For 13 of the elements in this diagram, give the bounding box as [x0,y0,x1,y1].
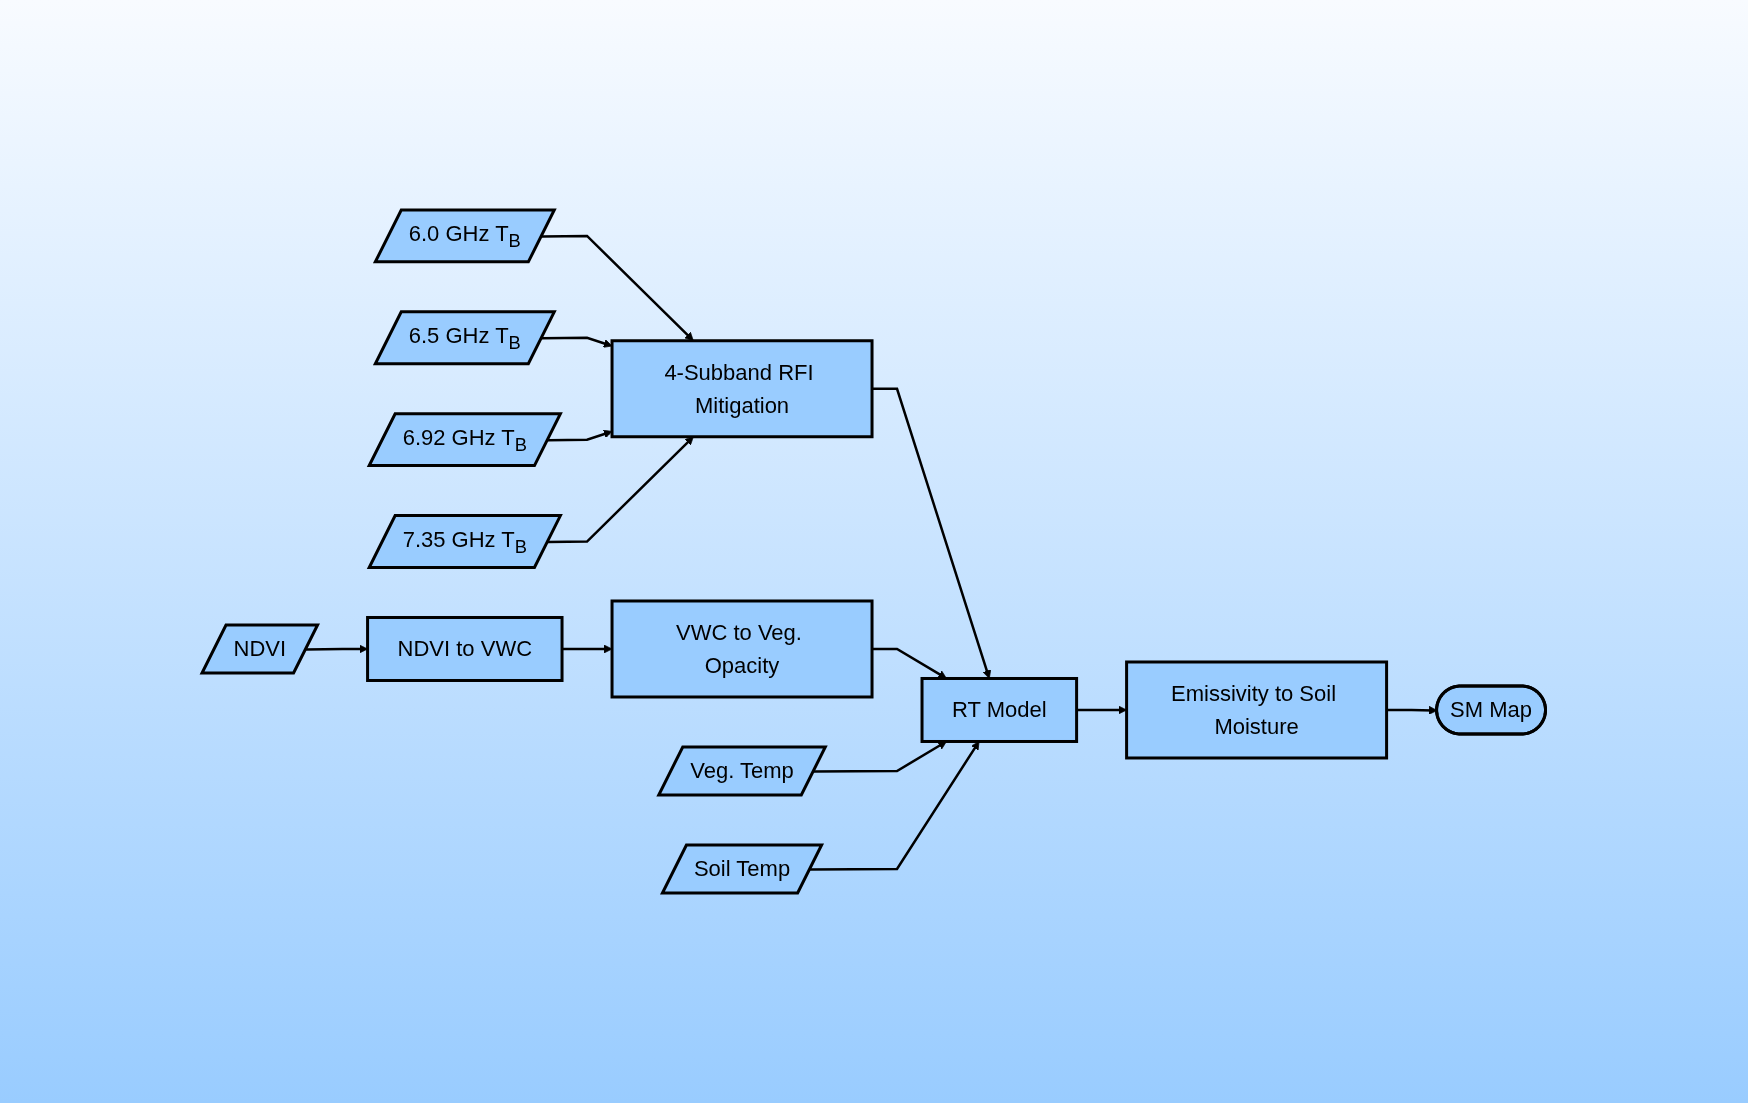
arrow [872,647,948,679]
node-box: NDVI to VWC [366,616,564,682]
arrow [542,336,613,348]
node-box: 4-Subband RFI Mitigation [610,339,874,439]
arrow [562,644,613,654]
arrow [814,741,948,773]
arrow [872,387,992,679]
node-box: VWC to Veg. Opacity [610,599,874,699]
arrow [548,436,694,544]
node-box: RT Model [920,677,1079,743]
arrow [810,741,980,871]
arrow [548,429,613,442]
node-box: Emissivity to Soil Moisture [1125,660,1389,760]
